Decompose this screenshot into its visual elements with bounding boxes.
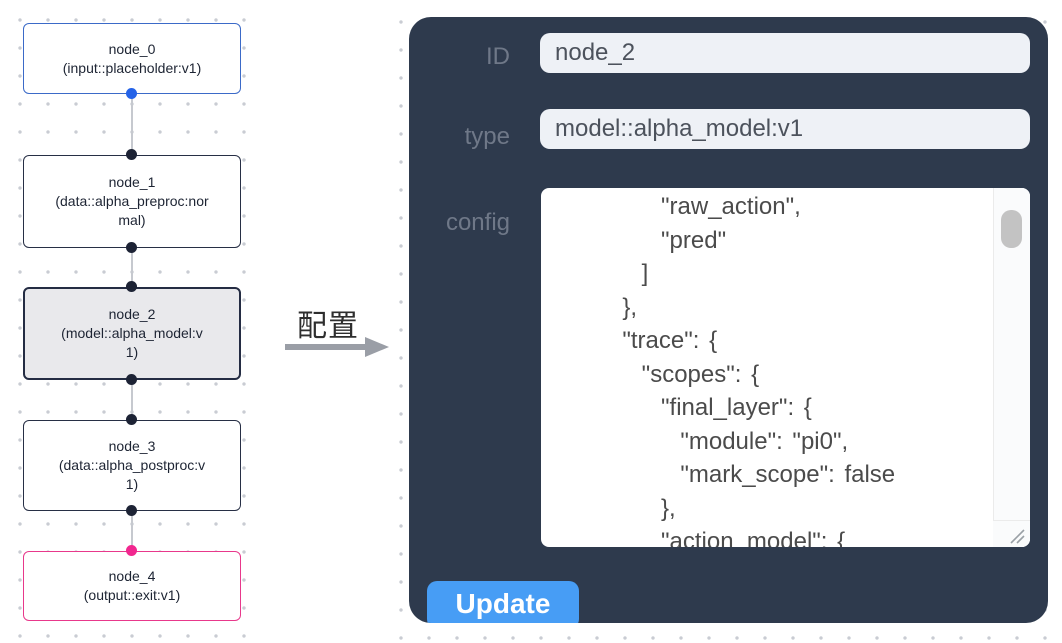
textarea-resize-handle[interactable] <box>993 520 1030 547</box>
node-title: node_2 <box>108 306 156 322</box>
graph-node-node_0[interactable]: node_0 (input::placeholder:v1) <box>23 23 241 94</box>
graph-node-node_4[interactable]: node_4 (output::exit:v1) <box>23 551 241 621</box>
node-type-label: (model::alpha_model:v1) <box>61 325 203 360</box>
edge-node1-node2 <box>131 247 133 287</box>
node-type-label: (input::placeholder:v1) <box>62 59 202 76</box>
edge-node3-node4 <box>131 511 133 551</box>
node-title: node_3 <box>108 438 156 454</box>
configure-annotation: 配置 <box>297 310 359 343</box>
edge-node2-node3 <box>131 379 133 420</box>
type-input[interactable]: model::alpha_model:v1 <box>540 109 1030 149</box>
port-node0-out[interactable] <box>126 88 137 99</box>
graph-node-node_2-selected[interactable]: node_2 (model::alpha_model:v1) <box>23 287 241 380</box>
config-textarea[interactable]: "raw_action", "pred" ] }, "trace": { "sc… <box>541 188 1030 547</box>
type-input-value: model::alpha_model:v1 <box>555 115 804 142</box>
config-field-label: config <box>445 209 510 236</box>
right-arrow-icon <box>285 337 389 362</box>
node-title: node_0 <box>108 40 156 57</box>
node-title: node_4 <box>108 568 156 584</box>
node-type-label: (data::alpha_preproc:normal) <box>55 193 209 228</box>
config-scrollbar-thumb[interactable] <box>1001 210 1022 248</box>
node-type-label: (data::alpha_postproc:v1) <box>58 457 206 492</box>
port-node4-in[interactable] <box>126 545 137 556</box>
id-input-value: node_2 <box>555 39 636 66</box>
config-json-text: "raw_action", "pred" ] }, "trace": { "sc… <box>622 193 896 547</box>
port-node1-out[interactable] <box>126 242 137 253</box>
edge-node0-node1 <box>131 94 133 150</box>
graph-node-node_3[interactable]: node_3 (data::alpha_postproc:v1) <box>23 420 241 511</box>
node-config-panel: ID type config node_2 model::alpha_model… <box>409 17 1048 623</box>
port-node3-out[interactable] <box>126 505 137 516</box>
graph-node-node_1[interactable]: node_1 (data::alpha_preproc:normal) <box>23 155 241 248</box>
node-type-label: (output::exit:v1) <box>83 587 181 603</box>
type-field-label: type <box>464 123 510 150</box>
node-title: node_1 <box>108 174 156 190</box>
port-node2-out[interactable] <box>126 374 137 385</box>
update-button[interactable]: Update <box>427 581 579 623</box>
port-node1-in[interactable] <box>126 149 137 160</box>
port-node2-in[interactable] <box>126 281 137 292</box>
config-scrollbar[interactable] <box>993 188 1030 547</box>
id-input[interactable]: node_2 <box>540 33 1030 73</box>
port-node3-in[interactable] <box>126 414 137 425</box>
id-field-label: ID <box>486 43 510 70</box>
